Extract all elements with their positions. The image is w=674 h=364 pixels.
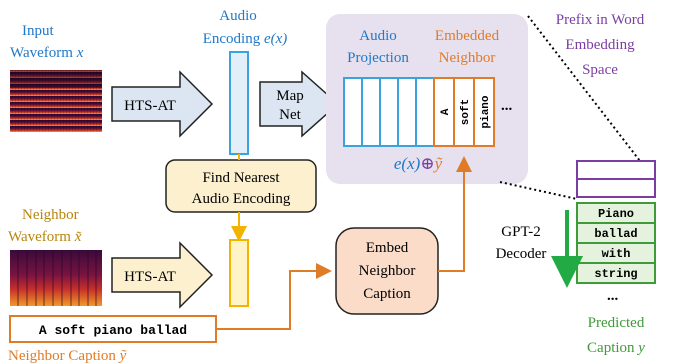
embedded-neighbor-label: Embedded Neighbor bbox=[435, 28, 500, 66]
input-waveform-label: Input Waveform x bbox=[10, 23, 84, 61]
embedded-token: piano bbox=[480, 95, 492, 128]
svg-text:GPT-2: GPT-2 bbox=[501, 224, 540, 240]
embedded-ellipsis: ... bbox=[501, 98, 513, 114]
svg-text:Neighbor: Neighbor bbox=[359, 263, 416, 279]
embedded-token: A bbox=[440, 108, 452, 115]
prefix-label: Prefix in Word Embedding Space bbox=[556, 12, 645, 78]
audio-encoding-vector bbox=[229, 51, 249, 155]
svg-text:Encoding e(x): Encoding e(x) bbox=[203, 31, 288, 47]
predicted-caption-boxes bbox=[576, 202, 656, 284]
svg-text:Space: Space bbox=[582, 62, 618, 78]
svg-text:HTS-AT: HTS-AT bbox=[124, 98, 176, 114]
svg-text:Find Nearest: Find Nearest bbox=[202, 170, 280, 186]
input-spectrogram-texture bbox=[10, 70, 102, 88]
predicted-token: ballad bbox=[594, 227, 637, 241]
dotted-connector-bottom bbox=[499, 181, 578, 200]
neighbor-encoding-vector bbox=[229, 239, 249, 307]
embedded-token: soft bbox=[460, 99, 472, 125]
input-spectrogram bbox=[10, 70, 102, 132]
svg-text:Caption y: Caption y bbox=[587, 340, 645, 356]
svg-text:Prefix in Word: Prefix in Word bbox=[556, 12, 645, 28]
svg-text:Input: Input bbox=[22, 23, 54, 39]
embed-caption-box: Embed Neighbor Caption bbox=[335, 227, 439, 315]
svg-text:Map: Map bbox=[276, 88, 304, 104]
neighbor-spectrogram-bands bbox=[17, 250, 97, 306]
svg-text:Caption: Caption bbox=[363, 286, 411, 302]
neighbor-caption-label: Neighbor Caption ỹ bbox=[8, 348, 127, 364]
neighbor-waveform-label: Neighbor Waveform x̃ bbox=[8, 207, 82, 245]
find-nearest-box: Find Nearest Audio Encoding bbox=[165, 159, 317, 213]
svg-text:A soft piano ballad: A soft piano ballad bbox=[39, 323, 187, 338]
gpt2-decoder-label: GPT-2 Decoder bbox=[496, 224, 547, 262]
htsat-bottom-arrow: HTS-AT bbox=[111, 241, 214, 309]
svg-text:Predicted: Predicted bbox=[588, 315, 645, 331]
svg-text:Projection: Projection bbox=[347, 50, 409, 66]
audio-projection-label: Audio Projection bbox=[347, 28, 409, 66]
predicted-caption-label: Predicted Caption y bbox=[587, 315, 645, 356]
svg-text:Audio: Audio bbox=[359, 28, 397, 44]
prefix-token-boxes bbox=[576, 160, 656, 198]
neighbor-caption-box: A soft piano ballad bbox=[9, 315, 217, 343]
svg-text:Embedded: Embedded bbox=[435, 28, 500, 44]
dotted-connector-top bbox=[527, 15, 641, 162]
htsat-top-arrow: HTS-AT bbox=[111, 70, 214, 138]
caption-to-embed-arrow bbox=[216, 263, 332, 330]
svg-text:Neighbor: Neighbor bbox=[439, 50, 496, 66]
embedded-neighbor-boxes bbox=[433, 77, 495, 147]
svg-text:Audio: Audio bbox=[219, 8, 257, 24]
svg-text:HTS-AT: HTS-AT bbox=[124, 269, 176, 285]
predicted-token: with bbox=[602, 247, 631, 261]
svg-text:Net: Net bbox=[279, 107, 301, 123]
audio-encoding-label: Audio Encoding e(x) bbox=[203, 8, 288, 47]
predicted-token: Piano bbox=[598, 207, 634, 221]
svg-text:Embedding: Embedding bbox=[565, 37, 635, 53]
concat-formula: e(x)⊕ỹ bbox=[394, 154, 443, 173]
svg-text:Decoder: Decoder bbox=[496, 246, 547, 262]
predicted-token: string bbox=[594, 267, 637, 281]
svg-text:Waveform x: Waveform x bbox=[10, 45, 84, 61]
svg-text:Embed: Embed bbox=[366, 240, 409, 256]
svg-text:Waveform x̃: Waveform x̃ bbox=[8, 229, 82, 245]
predicted-caption-tokens: Piano ballad with string bbox=[594, 207, 637, 281]
svg-text:Neighbor: Neighbor bbox=[22, 207, 79, 223]
mapnet-arrow: Map Net bbox=[259, 70, 340, 138]
embedded-neighbor-tokens: A soft piano bbox=[440, 95, 492, 128]
audio-projection-boxes bbox=[343, 77, 435, 147]
decoder-ellipsis: ... bbox=[607, 288, 619, 304]
svg-text:Audio Encoding: Audio Encoding bbox=[192, 191, 291, 207]
neighbor-spectrogram bbox=[10, 250, 102, 306]
embed-to-neighbor-arrow bbox=[438, 156, 472, 272]
